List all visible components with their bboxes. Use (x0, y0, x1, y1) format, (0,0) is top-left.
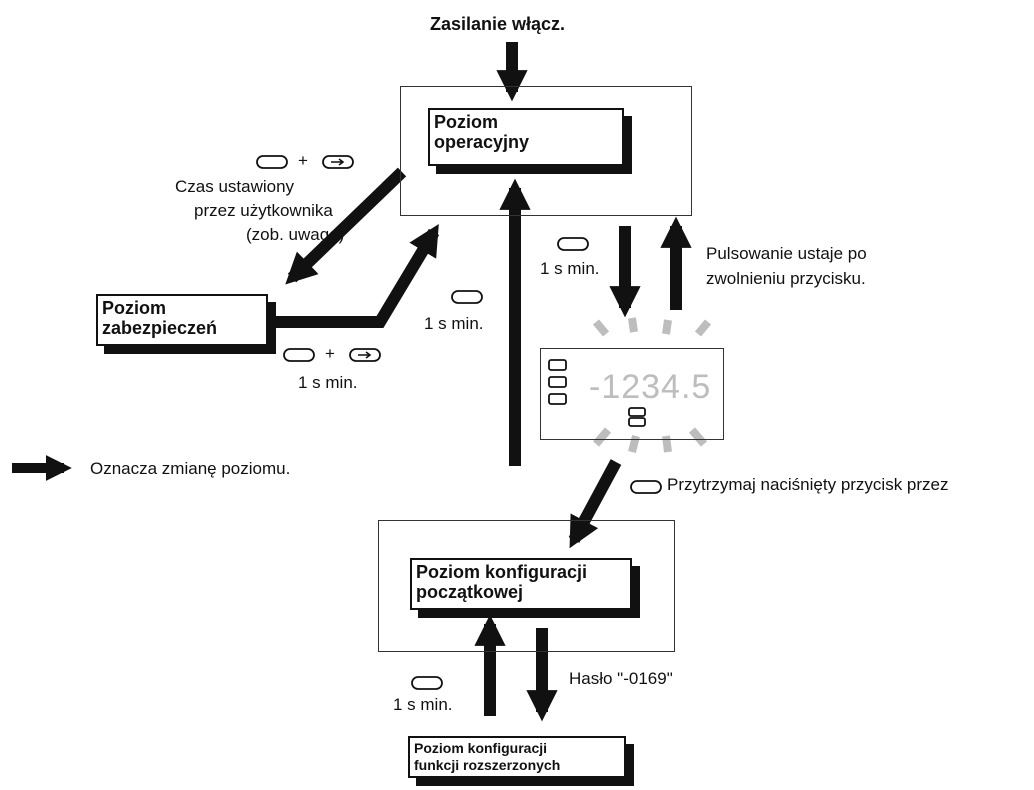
power-on-title: Zasilanie włącz. (430, 14, 566, 34)
initial-level-box: Poziom konfiguracji początkowej (410, 558, 632, 610)
time-set-label-2: przez użytkownika (194, 201, 333, 220)
protect-level-label-2: zabezpieczeń (102, 318, 218, 338)
advanced-time-label: 1 s min. (393, 695, 453, 714)
display-frame (540, 348, 724, 440)
plus-sign-bottom: + (325, 344, 335, 363)
operation-down-time-label: 1 s min. (540, 259, 600, 278)
advanced-level-label-1: Poziom konfiguracji (414, 740, 548, 756)
display-icon (548, 359, 646, 427)
legend-label: Oznacza zmianę poziomu. (90, 459, 291, 478)
arrow-protect-to-operation (270, 223, 440, 328)
mode-key-icon (322, 155, 381, 362)
blink-rays (592, 317, 712, 453)
protect-to-operation-time-label: 1 s min. (424, 314, 484, 333)
operation-level-label-2: operacyjny (434, 132, 530, 152)
protect-level-label-1: Poziom (102, 298, 167, 318)
time-set-label-1: Czas ustawiony (175, 177, 295, 196)
protect-time-label: 1 s min. (298, 373, 358, 392)
time-set-label-3: (zob. uwaga) (246, 225, 345, 244)
operation-frame (400, 86, 692, 216)
operation-level-box: Poziom operacyjny (428, 108, 624, 166)
initial-level-label-1: Poziom konfiguracji (416, 562, 588, 582)
password-label: Hasło "-0169" (569, 669, 673, 688)
arrow-display-to-initial (568, 459, 622, 549)
initial-frame (378, 520, 675, 652)
plus-sign-top: + (298, 151, 308, 170)
level-key-icon (256, 155, 662, 690)
hold-key-label: Przytrzymaj naciśnięty przycisk przez (667, 475, 949, 494)
blink-stops-label-1: Pulsowanie ustaje po (706, 244, 867, 263)
display-value: -1234.5 (589, 368, 712, 406)
advanced-level-box: Poziom konfiguracji funkcji rozszerzonyc… (408, 736, 626, 778)
advanced-level-label-2: funkcji rozszerzonych (414, 757, 561, 773)
protect-level-box: Poziom zabezpieczeń (96, 294, 268, 346)
blink-stops-label-2: zwolnieniu przycisku. (706, 269, 866, 288)
operation-level-label-1: Poziom (434, 112, 499, 132)
arrow-operation-to-protect (285, 167, 407, 285)
initial-level-label-2: początkowej (416, 582, 524, 602)
